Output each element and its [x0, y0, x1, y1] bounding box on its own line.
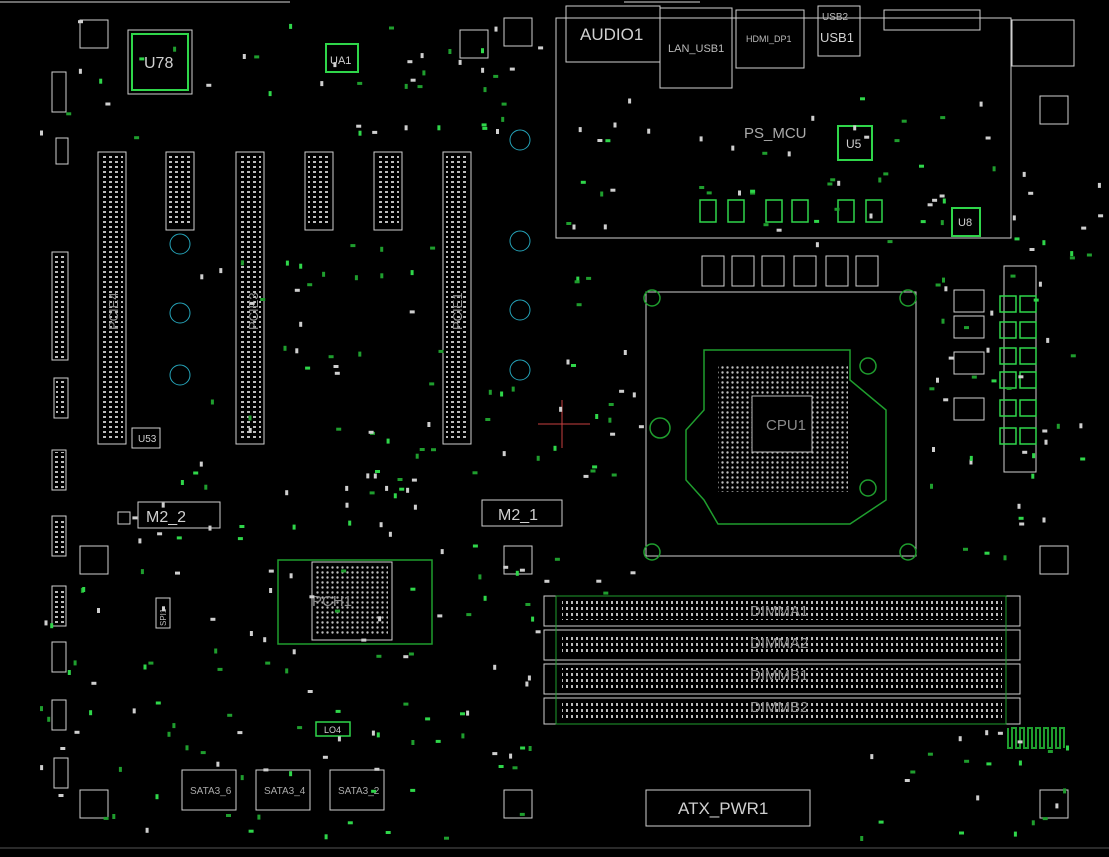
pch-label: PCH1	[312, 593, 352, 610]
pcie1-label: PCIE1	[450, 292, 465, 330]
dimmb2-label: DIMMB2	[750, 699, 808, 716]
u53-chip: U53	[131, 427, 161, 449]
u53-label: U53	[138, 434, 157, 445]
atx-power-connector: ATX_PWR1	[645, 789, 811, 827]
lan-usb-connector: LAN_USB1	[668, 43, 724, 55]
dimma2-label: DIMMA2	[750, 635, 808, 652]
pcie-slot-pins	[101, 156, 468, 440]
hdmi-dp-label: HDMI_DP1	[746, 34, 792, 44]
ua1-chip: UA1	[325, 43, 359, 73]
cursor-crosshair	[538, 400, 590, 448]
sata-ports	[181, 769, 385, 811]
m2-1-slot: M2_1	[481, 499, 563, 527]
u78-chip: U78	[127, 29, 193, 95]
mounting-holes	[169, 129, 531, 386]
lo4-label: LO4	[324, 725, 341, 735]
ps-mcu-chip: PS_MCU	[744, 125, 807, 142]
u5-label: U5	[846, 137, 862, 151]
m2-1-label: M2_1	[498, 507, 538, 524]
dimmb1-label: DIMMB1	[750, 667, 808, 684]
u5-chip: U5	[837, 125, 873, 161]
spi1-label: SPI1	[159, 608, 168, 626]
pcie-slots	[97, 151, 472, 445]
vrm-mosfets	[699, 199, 1037, 445]
rear-io-outline	[555, 5, 1075, 239]
sata-4-label: SATA3_4	[264, 786, 306, 797]
ua1-label: UA1	[330, 55, 351, 67]
usb2-connector: USB2	[822, 12, 849, 23]
sata-2-label: SATA3_2	[338, 786, 380, 797]
lan-usb-label: LAN_USB1	[668, 43, 724, 55]
hdmi-dp-connector: HDMI_DP1	[746, 34, 792, 44]
audio1-label: AUDIO1	[580, 25, 643, 44]
dimma1-label: DIMMA1	[750, 603, 808, 620]
m2-2-label: M2_2	[146, 509, 186, 526]
small-components	[40, 20, 1104, 841]
u8-label: U8	[958, 217, 972, 229]
spi1-chip: SPI1	[155, 597, 171, 629]
pcie3-label: PCIE3	[246, 292, 261, 330]
u78-label: U78	[144, 55, 173, 72]
serpentine-trace	[1007, 727, 1065, 749]
dimm-slots	[543, 595, 1021, 725]
sata-6-label: SATA3_6	[190, 786, 232, 797]
usb1-label: USB1	[820, 30, 854, 45]
pch-chip: PCH1	[277, 559, 433, 645]
usb1-connector: USB1	[820, 30, 854, 45]
pcie4-label: PCIE4	[106, 292, 121, 330]
audio1-connector: AUDIO1	[580, 25, 643, 44]
m2-2-slot: M2_2	[117, 501, 221, 529]
vrm-chokes	[701, 255, 1037, 473]
cpu-socket: CPU1	[643, 289, 917, 561]
u8-chip: U8	[951, 207, 981, 237]
atx-label: ATX_PWR1	[678, 799, 768, 818]
left-edge-headers	[51, 71, 69, 789]
cpu-label: CPU1	[766, 417, 806, 434]
lo4-chip: LO4	[315, 721, 351, 737]
usb2-label: USB2	[822, 12, 849, 23]
left-header-pins	[54, 254, 66, 624]
ps-mcu-label: PS_MCU	[744, 125, 807, 142]
